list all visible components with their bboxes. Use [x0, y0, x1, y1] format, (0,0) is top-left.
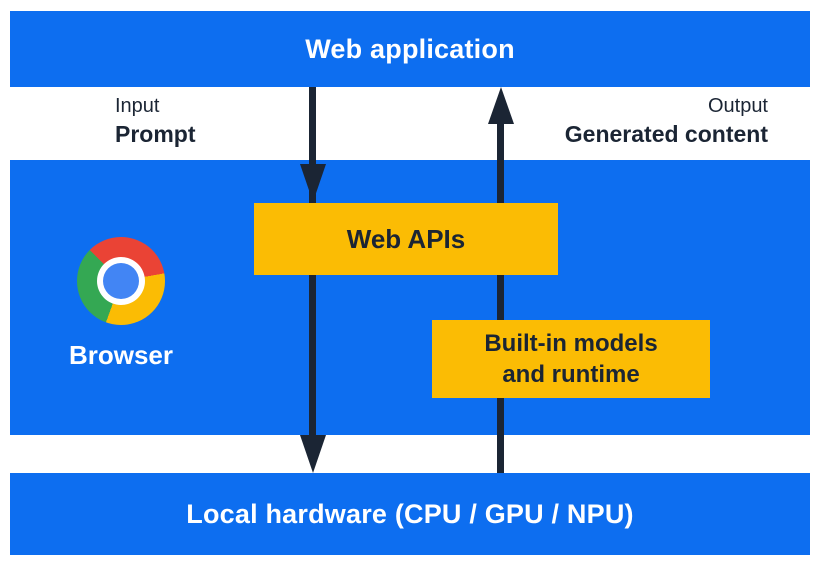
- web-application-bar: Web application: [10, 11, 810, 87]
- down-arrowhead-icon: [300, 435, 326, 473]
- down-arrowhead-icon: [300, 164, 326, 202]
- output-value: Generated content: [564, 121, 768, 147]
- chrome-browser-icon: [77, 237, 165, 325]
- built-in-models-box: Built-in models and runtime: [432, 320, 710, 398]
- local-hardware-label: Local hardware (CPU / GPU / NPU): [186, 498, 634, 529]
- output-generated-content-label: Output Generated content: [565, 93, 768, 149]
- browser-label: Browser: [68, 340, 174, 370]
- input-value: Prompt: [115, 121, 196, 147]
- input-title: Input: [115, 95, 160, 117]
- chrome-icon-blue-center: [103, 263, 139, 299]
- output-title: Output: [707, 95, 768, 117]
- up-arrowhead-icon: [488, 87, 514, 124]
- web-apis-label: Web APIs: [346, 223, 466, 254]
- generated-content-up-arrow-line: [497, 122, 504, 473]
- built-in-models-label-line2: and runtime: [502, 361, 640, 388]
- web-application-label: Web application: [305, 33, 515, 64]
- input-prompt-label: Input Prompt: [115, 93, 196, 149]
- built-in-models-label-line1: Built-in models: [484, 330, 658, 357]
- local-hardware-bar: Local hardware (CPU / GPU / NPU): [10, 473, 810, 555]
- web-apis-box: Web APIs: [254, 203, 558, 275]
